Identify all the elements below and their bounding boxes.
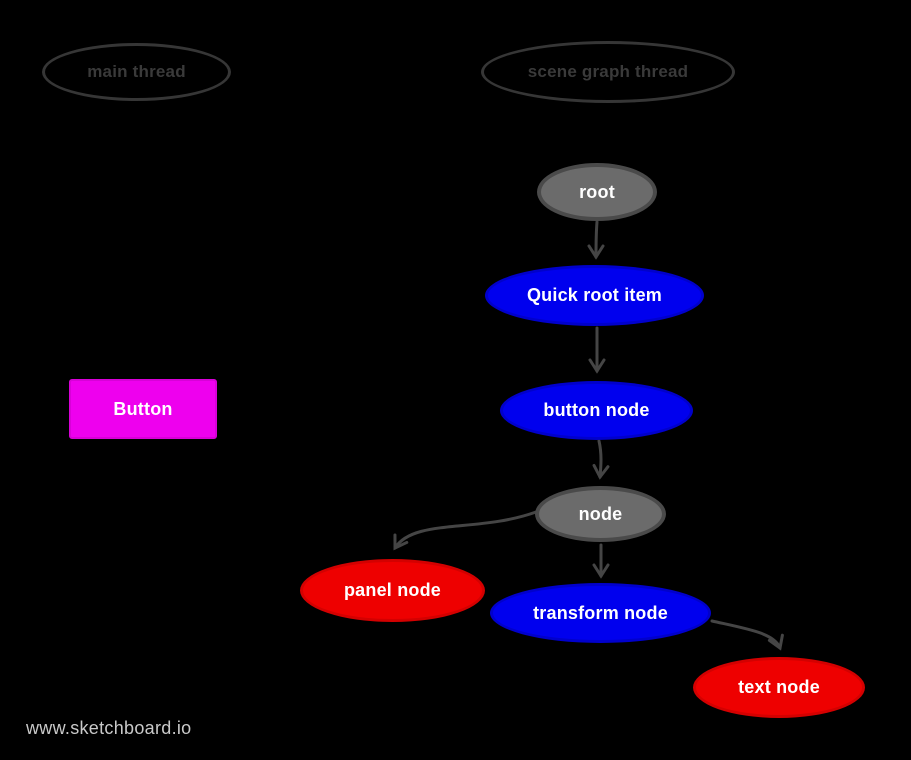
node-node-label: node [578,503,623,524]
node-panel-node[interactable]: panel node [300,559,485,622]
edge-root-to-quick-root-item [587,220,605,260]
node-panel-node-label: panel node [343,580,441,600]
lane-scene-graph-thread-label: scene graph thread [527,62,689,81]
node-node[interactable]: node [535,486,666,542]
node-quick-root-item[interactable]: Quick root item [485,265,704,326]
node-root[interactable]: root [537,163,657,221]
node-button-node-label: button node [543,400,650,420]
node-transform-node[interactable]: transform node [490,583,711,643]
lane-main-thread[interactable]: main thread [42,43,231,101]
lane-main-thread-label: main thread [87,62,186,81]
edge-transform-node-to-text-node [710,619,784,651]
lane-scene-graph-thread[interactable]: scene graph thread [481,41,735,103]
node-text-node[interactable]: text node [693,657,865,718]
sketchboard-watermark: www.sketchboard.io [26,718,192,738]
node-transform-node-label: transform node [533,602,668,623]
node-quick-root-item-label: Quick root item [526,285,663,305]
edge-button-node-to-node [592,439,610,480]
node-button-node[interactable]: button node [500,381,693,440]
edge-node-to-panel-node [393,510,538,551]
button-rectangle[interactable]: Button [69,379,217,439]
node-text-node-label: text node [738,677,820,697]
node-root-label: root [579,181,615,202]
button-rectangle-label: Button [113,398,173,419]
